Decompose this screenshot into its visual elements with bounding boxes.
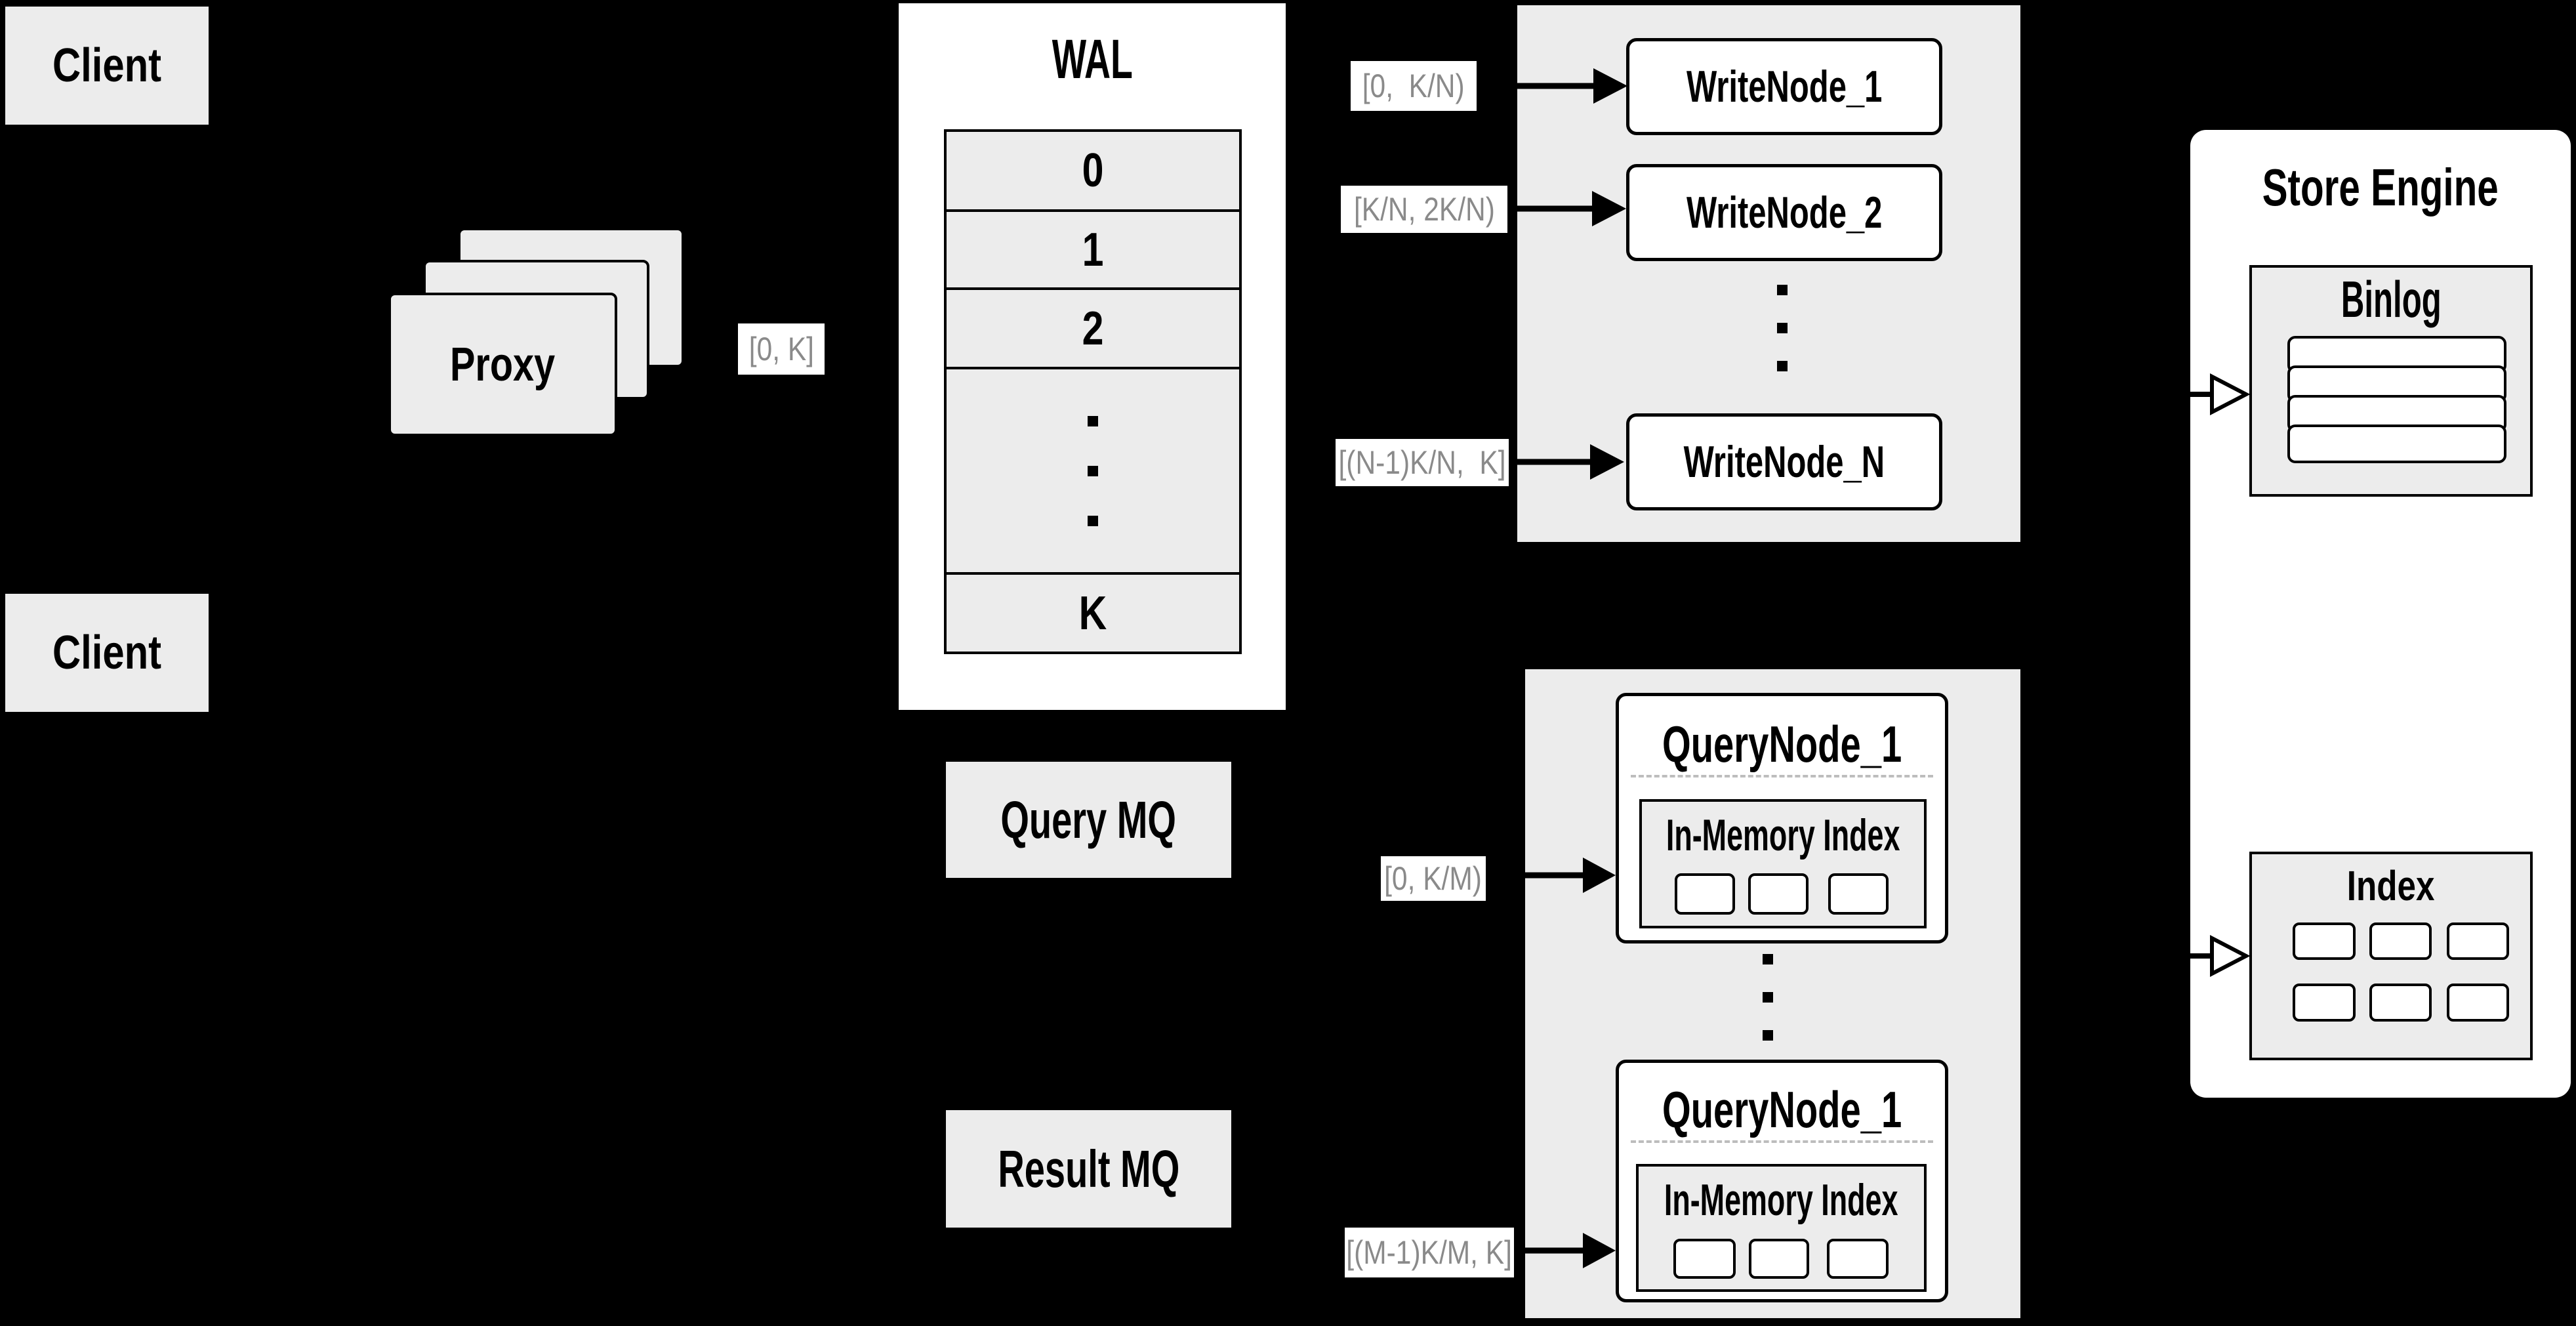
write-node-1: WriteNode_1 xyxy=(1626,38,1942,135)
wal-row-k: K xyxy=(944,572,1242,654)
segment-cell xyxy=(1748,873,1809,915)
in-memory-index-panel: In-Memory Index xyxy=(1639,799,1927,928)
binlog-panel: Binlog xyxy=(2249,265,2533,497)
query-node-title: QueryNode_1 xyxy=(1619,715,1945,774)
ellipsis-dot xyxy=(1763,1030,1773,1041)
ellipsis-dot xyxy=(1088,465,1098,476)
index-panel: Index xyxy=(2249,852,2533,1060)
write-node-label: WriteNode_2 xyxy=(1686,188,1883,238)
range-chip-proxy-wal: [0, K] xyxy=(738,323,825,375)
wal-title-text: WAL xyxy=(1052,28,1133,90)
ellipsis-dot xyxy=(1777,361,1788,371)
query-node-title-text: QueryNode_1 xyxy=(1662,1080,1902,1138)
store-engine-title-text: Store Engine xyxy=(2262,157,2499,217)
client-label: Client xyxy=(52,627,161,679)
segment-cell xyxy=(1828,873,1889,915)
store-engine-title: Store Engine xyxy=(2190,156,2571,218)
index-cell xyxy=(2447,922,2509,960)
index-cell xyxy=(2447,984,2509,1022)
write-node-2: WriteNode_2 xyxy=(1626,164,1942,261)
binlog-title: Binlog xyxy=(2252,270,2530,328)
index-cell xyxy=(2293,922,2356,960)
range-text: [K/N, 2K/N) xyxy=(1353,191,1495,228)
range-text: [0, K] xyxy=(748,331,814,367)
range-chip-write-2: [K/N, 2K/N) xyxy=(1341,186,1507,233)
segment-cell xyxy=(1673,1239,1736,1279)
range-chip-query-2: [(M-1)K/M, K] xyxy=(1345,1228,1514,1277)
ellipsis-dot xyxy=(1777,323,1788,333)
binlog-title-text: Binlog xyxy=(2341,270,2442,328)
range-chip-write-1: [0, K/N) xyxy=(1351,61,1477,111)
write-node-label: WriteNode_1 xyxy=(1686,62,1883,112)
result-mq-box: Result MQ xyxy=(946,1110,1231,1228)
ellipsis-dot xyxy=(1088,515,1098,526)
segment-cell xyxy=(1675,873,1735,915)
range-text: [0, K/N) xyxy=(1362,68,1465,104)
in-memory-index-title: In-Memory Index xyxy=(1642,807,1924,863)
proxy-card-front: Proxy xyxy=(388,293,617,436)
ellipsis-dot xyxy=(1763,954,1773,964)
in-memory-index-panel: In-Memory Index xyxy=(1636,1164,1927,1292)
query-mq-box: Query MQ xyxy=(946,762,1231,878)
write-node-label: WriteNode_N xyxy=(1683,437,1885,487)
segment-cell xyxy=(1749,1239,1809,1279)
in-memory-index-title-text: In-Memory Index xyxy=(1664,1174,1898,1225)
wal-row-2: 2 xyxy=(944,287,1242,369)
query-node-bottom: QueryNode_1 In-Memory Index xyxy=(1616,1060,1948,1302)
wal-row-value: 0 xyxy=(1082,144,1104,197)
client-label: Client xyxy=(52,39,161,92)
index-title: Index xyxy=(2252,861,2530,910)
ellipsis-dot xyxy=(1763,992,1773,1003)
wal-log-table: 0 1 2 K xyxy=(944,129,1242,654)
result-mq-label: Result MQ xyxy=(998,1139,1179,1198)
segment-cell xyxy=(1827,1239,1889,1279)
in-memory-index-title-text: In-Memory Index xyxy=(1666,810,1900,860)
query-node-top: QueryNode_1 In-Memory Index xyxy=(1616,693,1948,943)
index-cell xyxy=(2293,984,2356,1022)
binlog-segment xyxy=(2287,425,2506,463)
client-box-bottom: Client xyxy=(5,594,209,712)
range-text: [0, K/M) xyxy=(1384,860,1482,897)
wal-row-0: 0 xyxy=(944,129,1242,212)
query-node-divider xyxy=(1631,1140,1933,1143)
proxy-stack: Proxy xyxy=(388,228,684,436)
wal-row-value: K xyxy=(1078,587,1107,640)
query-node-title: QueryNode_1 xyxy=(1619,1080,1945,1139)
index-title-text: Index xyxy=(2347,861,2435,909)
ellipsis-dot xyxy=(1088,415,1098,426)
range-chip-write-n: [(N-1)K/N, K] xyxy=(1336,439,1509,486)
wal-row-value: 1 xyxy=(1082,223,1104,276)
index-cell xyxy=(2369,984,2432,1022)
store-engine-panel: Store Engine Binlog Index xyxy=(2190,130,2571,1098)
range-text: [(M-1)K/M, K] xyxy=(1346,1234,1513,1271)
wal-panel: WAL 0 1 2 K xyxy=(899,3,1286,710)
wal-row-value: 2 xyxy=(1082,302,1104,355)
query-node-title-text: QueryNode_1 xyxy=(1662,715,1902,773)
range-chip-query-1: [0, K/M) xyxy=(1381,856,1486,901)
client-box-top: Client xyxy=(5,7,209,125)
write-node-n: WriteNode_N xyxy=(1626,413,1942,510)
in-memory-index-title: In-Memory Index xyxy=(1639,1172,1924,1228)
wal-title: WAL xyxy=(899,23,1286,95)
wal-row-ellipsis xyxy=(944,367,1242,575)
query-mq-label: Query MQ xyxy=(1000,790,1177,849)
ellipsis-dot xyxy=(1777,285,1788,295)
index-cell xyxy=(2369,922,2432,960)
range-text: [(N-1)K/N, K] xyxy=(1338,444,1506,481)
proxy-label: Proxy xyxy=(450,338,556,391)
query-node-divider xyxy=(1631,775,1933,777)
wal-row-1: 1 xyxy=(944,209,1242,290)
